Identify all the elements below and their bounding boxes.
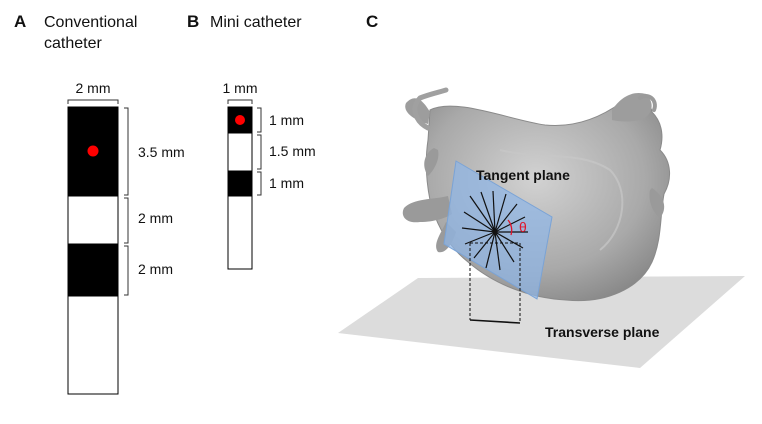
vessel-mid-left (424, 148, 439, 176)
vessel-lower-left (402, 196, 452, 223)
panel-a-title-line1: Conventional (44, 14, 137, 31)
panel-a-bracket-2 (124, 197, 129, 244)
red-dot-icon (235, 115, 245, 125)
projection-base-line (469, 319, 521, 324)
catheter-a-spacer (67, 195, 119, 245)
catheter-b-outline (227, 106, 253, 270)
catheter-contact-point (492, 229, 498, 235)
panel-b-segment-3-label: 1 mm (269, 175, 304, 191)
orientation-line (494, 231, 524, 249)
orientation-line (494, 193, 507, 233)
panel-c: C (338, 12, 745, 368)
panel-b-width-bracket (227, 99, 253, 104)
panel-b: B Mini catheter 1 mm 1 mm 1.5 mm 1 mm (187, 12, 316, 270)
orientation-star (461, 190, 528, 271)
orientation-line (464, 231, 496, 245)
catheter-b-electrode-ring (228, 171, 252, 196)
panel-a-segment-2-label: 2 mm (138, 210, 173, 226)
orientation-line (473, 231, 496, 259)
projection-box (469, 242, 521, 324)
orientation-line (469, 195, 496, 233)
panel-a-bracket-1 (124, 107, 129, 196)
catheter-a-electrode-ring (68, 244, 118, 296)
transverse-plane-label: Transverse plane (545, 324, 660, 340)
catheter-a-shaft (67, 295, 119, 395)
angle-arc (507, 219, 513, 236)
vessel-upper-left (405, 98, 430, 124)
vessel-branch-right (638, 93, 657, 112)
panel-a-letter: A (14, 12, 26, 31)
red-dot-icon (87, 145, 99, 157)
orientation-line (492, 190, 496, 233)
panel-b-bracket-3 (257, 171, 262, 196)
tangent-plane-label: Tangent plane (476, 167, 570, 183)
panel-a: A Conventional catheter 2 mm 3.5 mm 2 mm… (14, 12, 185, 395)
orientation-line (461, 227, 496, 233)
heart-highlight (499, 149, 624, 251)
panel-a-segment-3-label: 2 mm (138, 261, 173, 277)
mini-catheter (227, 106, 253, 270)
catheter-b-spacer (227, 132, 253, 172)
orientation-line (494, 231, 515, 263)
panel-b-letter: B (187, 12, 199, 31)
vessel-branch-top (412, 87, 449, 131)
conventional-catheter (67, 106, 119, 395)
panel-a-width-label: 2 mm (76, 80, 111, 96)
catheter-a-outline (67, 106, 119, 395)
panel-a-title-line2: catheter (44, 35, 102, 52)
vessel-right (649, 188, 665, 218)
orientation-line (494, 216, 526, 233)
panel-a-segment-1-label: 3.5 mm (138, 144, 185, 160)
orientation-line (463, 211, 496, 233)
panel-b-title: Mini catheter (210, 14, 302, 31)
orientation-line (485, 231, 496, 269)
catheter-b-shaft (227, 195, 253, 270)
panel-a-width-bracket (67, 99, 119, 104)
orientation-line (494, 203, 518, 233)
panel-b-segment-2-label: 1.5 mm (269, 143, 316, 159)
transverse-plane (338, 276, 745, 368)
vessel-upper-right (612, 92, 652, 122)
angle-theta-label: θ (519, 219, 527, 235)
panel-b-bracket-2 (257, 134, 262, 170)
panel-b-width-label: 1 mm (223, 80, 258, 96)
panel-a-bracket-3 (124, 245, 129, 296)
orientation-line (494, 231, 501, 271)
panel-b-bracket-1 (257, 107, 262, 133)
panel-b-segment-1-label: 1 mm (269, 112, 304, 128)
panel-c-letter: C (366, 12, 378, 31)
orientation-line (480, 191, 496, 233)
